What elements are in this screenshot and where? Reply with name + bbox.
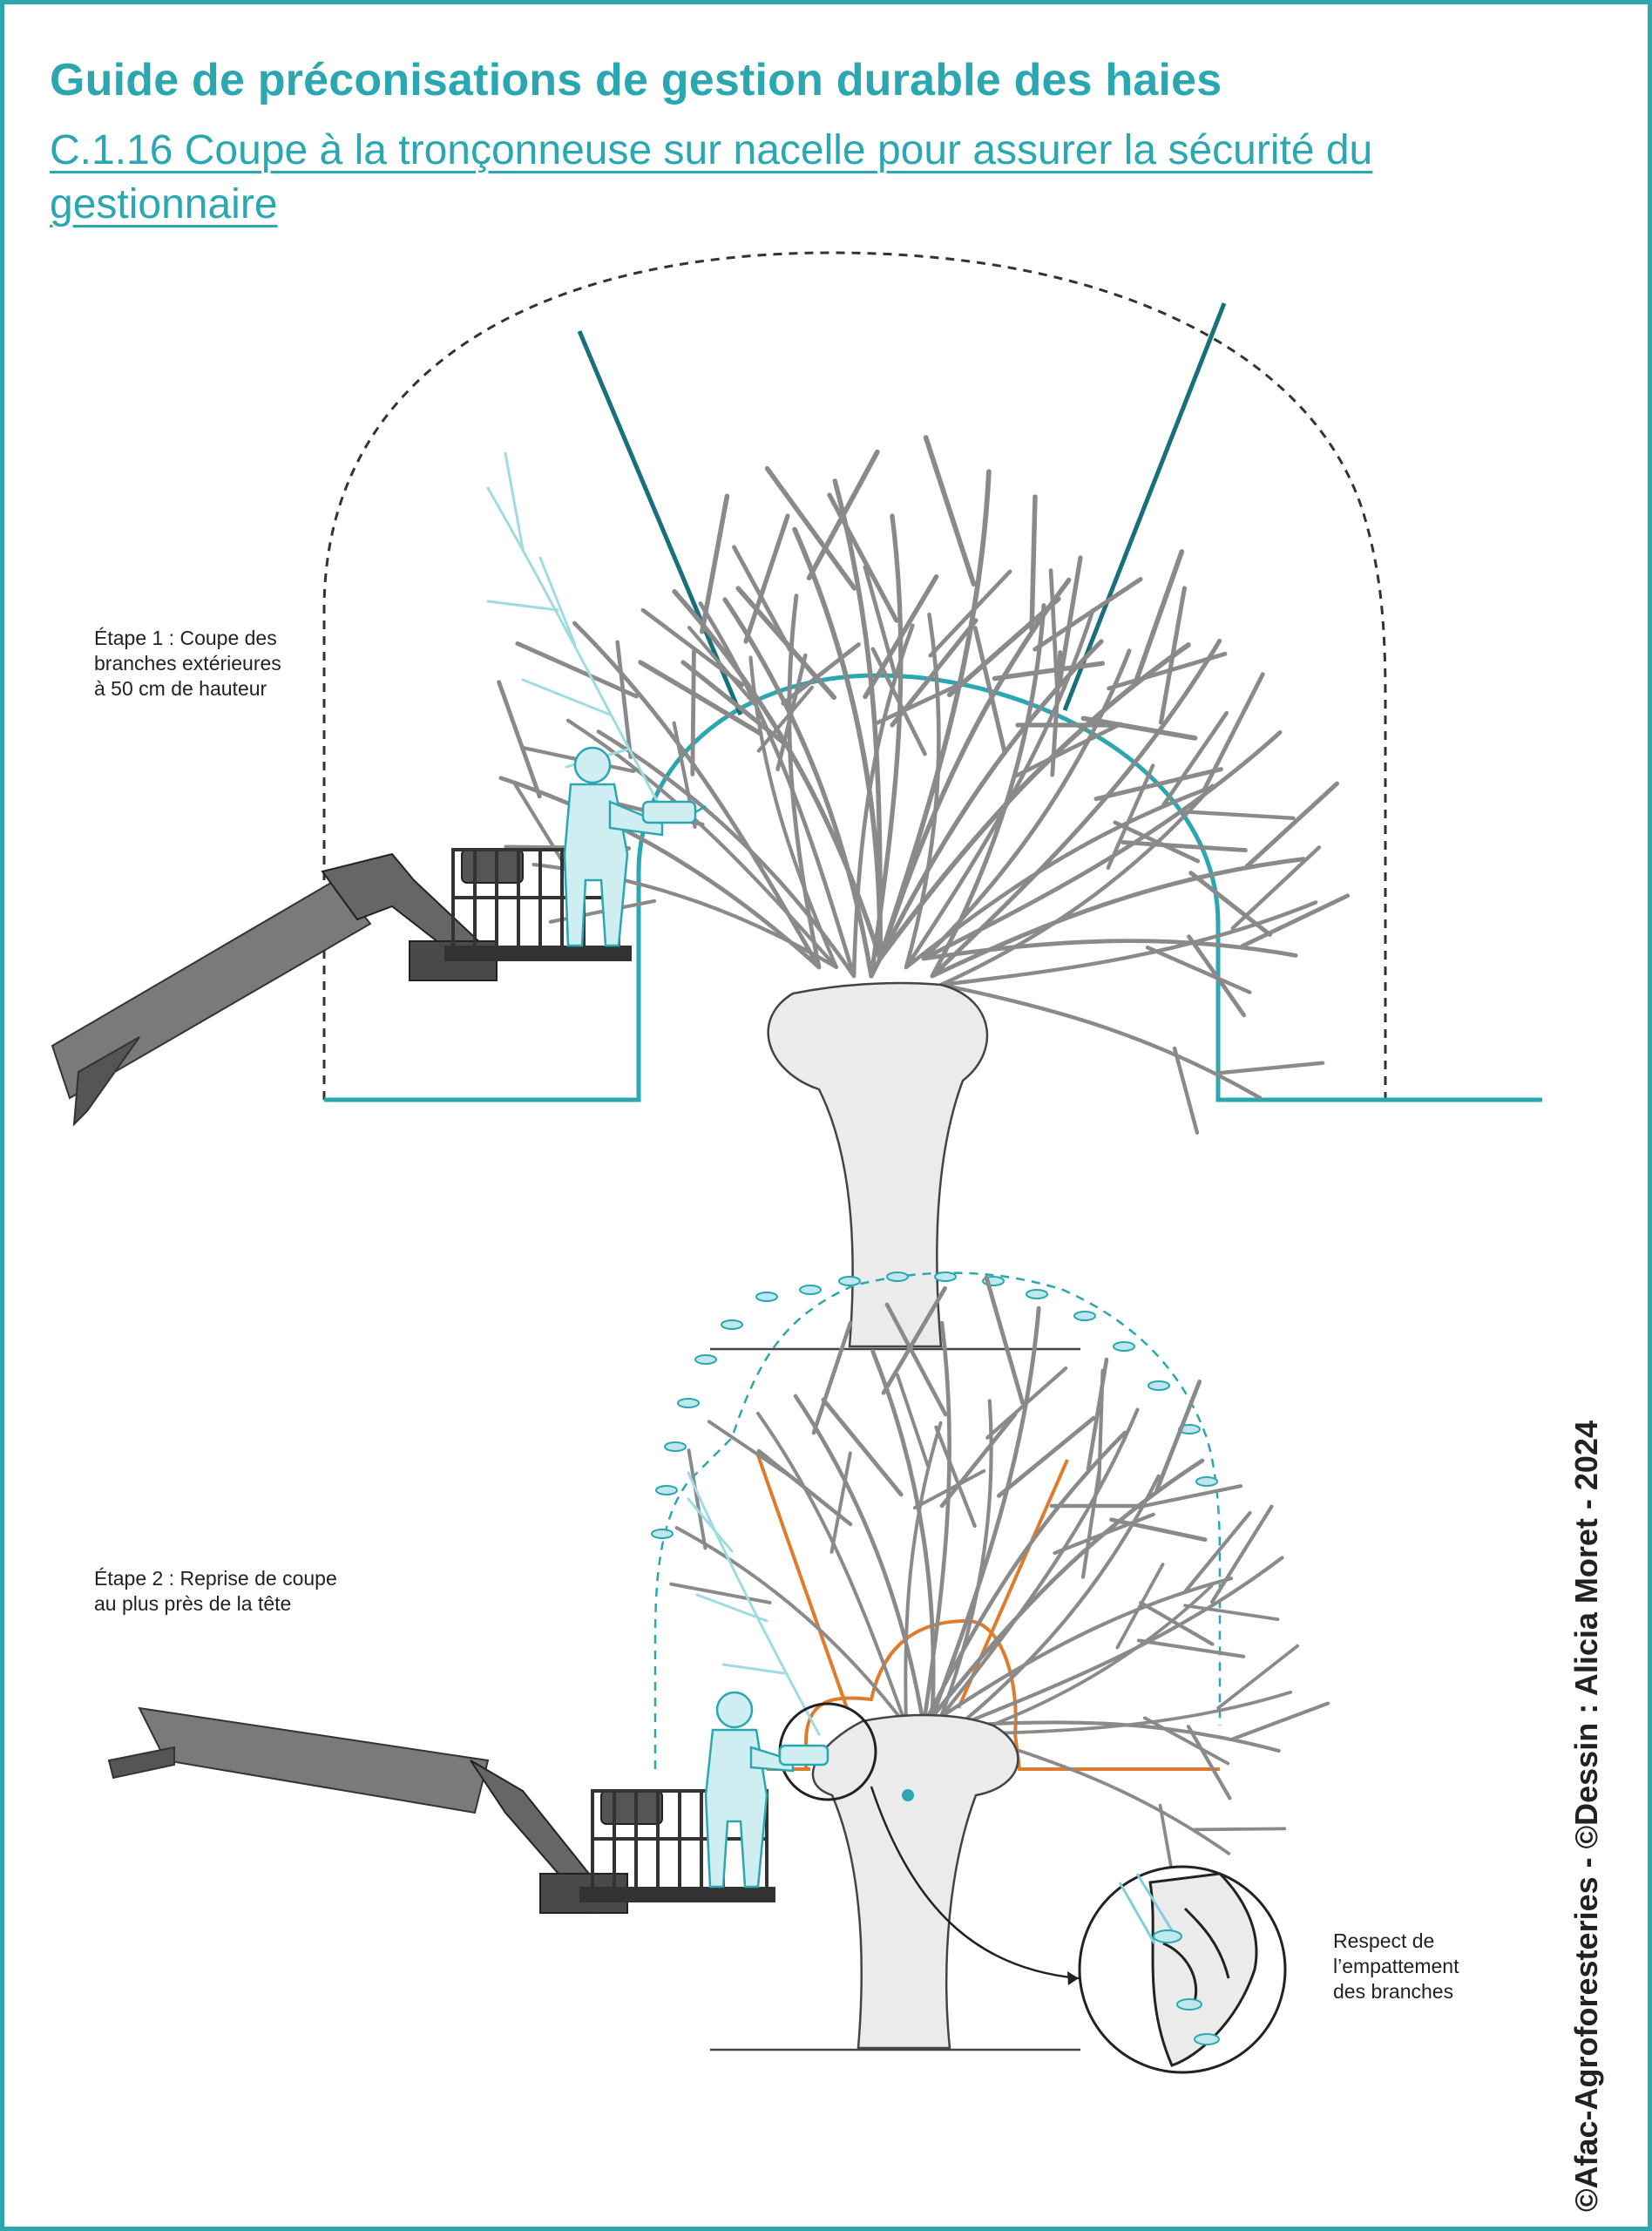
step2-cut-stubs xyxy=(651,1271,1218,1539)
step2-magnifier-arrow xyxy=(870,1786,1080,1980)
step2-cut-branch xyxy=(687,1471,821,1736)
arrowhead-icon xyxy=(1067,1971,1079,1985)
step2-label: Étape 2 : Reprise de coupe au plus près … xyxy=(94,1567,337,1615)
detail-label: Respect de l’empattement des branches xyxy=(1333,1929,1459,2003)
step1-cut-branch xyxy=(486,451,664,812)
subtitle-text: C.1.16 Coupe à la tronçonneuse sur nacel… xyxy=(50,127,1373,227)
page-subtitle: C.1.16 Coupe à la tronçonneuse sur nacel… xyxy=(50,124,1513,232)
step2-detail-magnifier-icon xyxy=(1078,1865,1287,2074)
step1-crown-outline xyxy=(322,251,1387,1100)
step2-aerial-lift-icon xyxy=(107,1706,775,1915)
step2-trunk-marker xyxy=(902,1789,914,1801)
step2-guide-right xyxy=(957,1459,1069,1709)
step1-trunk xyxy=(767,981,989,1348)
page-title: Guide de préconisations de gestion durab… xyxy=(50,55,1222,105)
step2-guide-left xyxy=(756,1455,849,1709)
step1-aerial-lift-icon xyxy=(51,848,632,1127)
step1-worker-icon xyxy=(563,746,707,947)
credit-text: ©Afac-Agroforesteries - ©Dessin : Alicia… xyxy=(1568,1421,1604,2212)
step1-guide-left xyxy=(577,330,743,715)
step2-worker-icon xyxy=(704,1691,829,1889)
step1-scene xyxy=(51,251,1542,1351)
step2-scene xyxy=(107,1250,1387,2074)
step1-label: Étape 1 : Coupe des branches extérieures… xyxy=(94,627,281,700)
step1-guide-right xyxy=(1062,302,1227,711)
